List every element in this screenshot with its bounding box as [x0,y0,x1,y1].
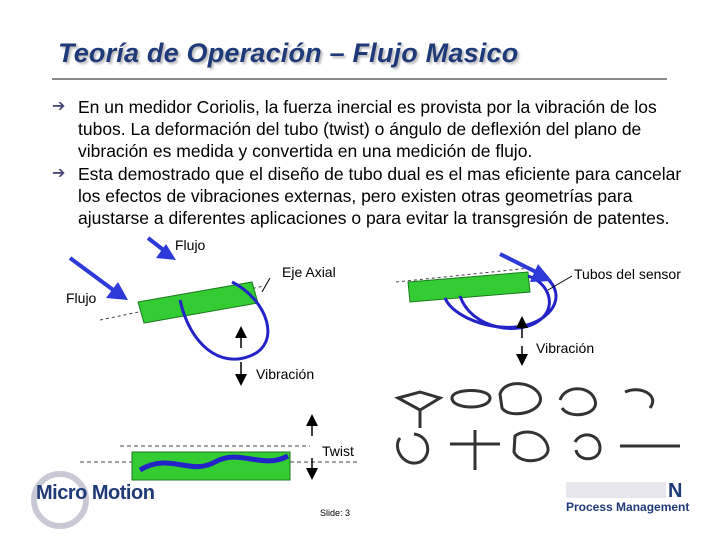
arrow-right-icon: ➔ [52,165,66,182]
label-flujo-inline: Flujo [175,237,206,253]
label-vibracion-right: Vibración [536,340,595,356]
tube-geometries-panel [394,382,680,470]
title-divider [52,78,667,80]
flow-arrowhead-inline [156,244,176,260]
geometry-shape-5 [624,388,654,409]
bullet-list: ➔ En un medidor Coriolis, la fuerza iner… [52,96,702,230]
pointer-tubos [547,275,573,291]
brand-process-management: Process Management [566,500,690,514]
bullet-text: En un medidor Coriolis, la fuerza inerci… [78,97,657,161]
geometry-shape-4 [558,387,597,417]
geometry-shape-3 [498,382,542,416]
flow-arrow-left [68,256,118,294]
sensor-plate-right [407,271,531,303]
label-tubos-sensor: Tubos del sensor [574,266,681,282]
twist-tube [138,453,290,473]
sensor-tube-left [178,280,270,361]
arrow-right-icon: ➔ [52,98,66,115]
bullet-item: ➔ Esta demostrado que el diseño de tubo … [52,163,702,229]
brand-bar [566,482,666,498]
label-flujo: Flujo [66,290,97,306]
pointer-eje [261,277,271,293]
axis-line-right [395,267,531,283]
brand-logo-letter: N [668,480,683,502]
geometry-shape-2 [450,389,492,409]
geometry-shape-8 [512,430,550,463]
label-eje-axial: Eje Axial [282,264,336,280]
bullet-item: ➔ En un medidor Coriolis, la fuerza iner… [52,96,702,162]
slide-title: Teoría de Operación – Flujo Masico [58,38,519,68]
geometry-shape-9 [573,433,602,461]
geometry-shape-1 [394,390,444,428]
label-twist: Twist [322,443,354,459]
micro-motion-logo-ring [31,471,89,529]
flow-arrowhead-right [530,264,552,282]
geometry-shape-6 [396,432,430,465]
geometry-shape-7 [450,430,500,470]
slide-number: Slide: 3 [320,508,351,518]
label-vibracion-left: Vibración [256,366,315,382]
bullet-text: Esta demostrado que el diseño de tubo du… [78,164,682,228]
flow-arrow-right [499,252,541,276]
flow-arrowhead-left [106,282,128,300]
micro-motion-logo: Micro Motion [36,482,155,504]
sensor-tube-right-b [443,268,558,329]
